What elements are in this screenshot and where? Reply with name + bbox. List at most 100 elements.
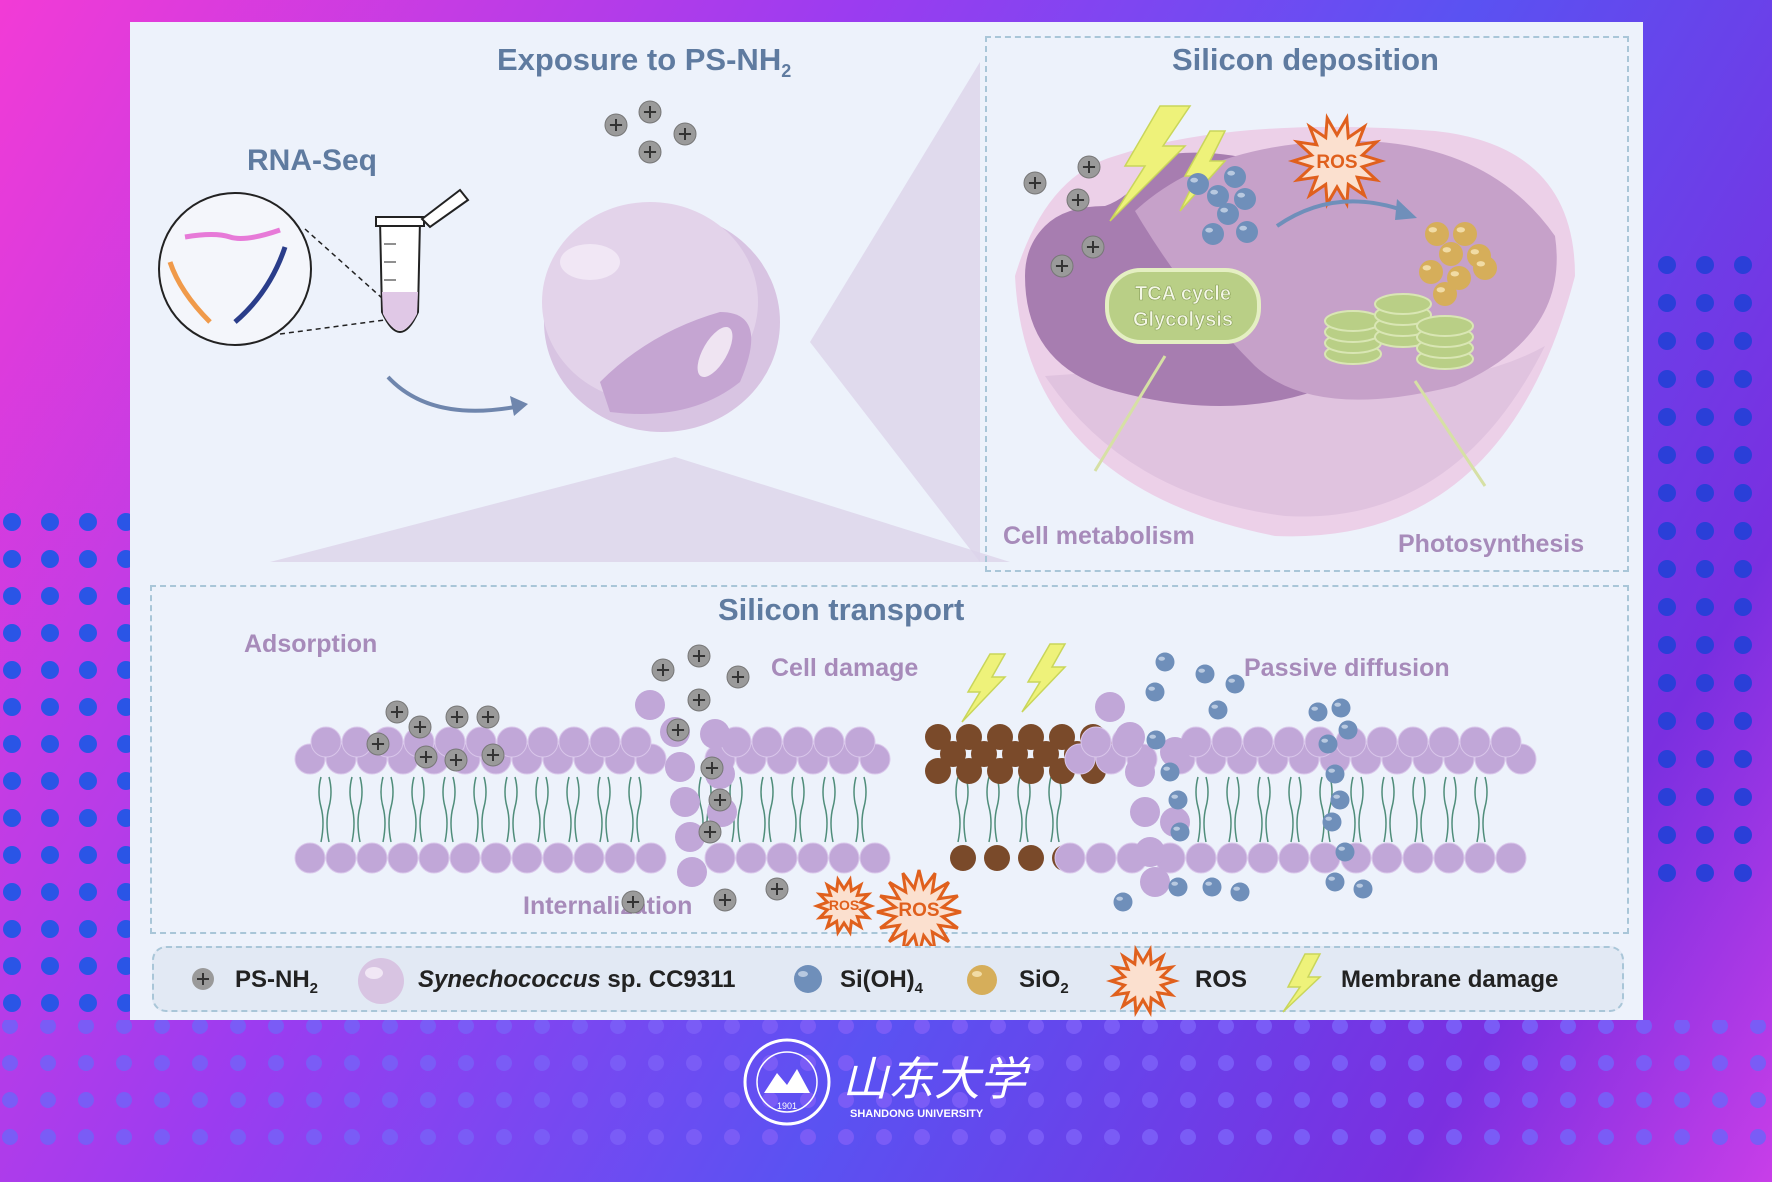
bg-dot <box>1256 1129 1272 1145</box>
damaged-lipid-head <box>971 741 997 767</box>
bg-dot <box>1734 712 1752 730</box>
deposition-title: Silicon deposition <box>1172 42 1439 77</box>
lipid-tail <box>411 776 425 843</box>
bg-dot <box>192 1020 208 1034</box>
lipid-head <box>1397 726 1429 758</box>
bg-dot <box>1484 1092 1500 1108</box>
lipid-head <box>1135 837 1165 867</box>
bg-dot <box>1218 1020 1234 1034</box>
bg-dot <box>952 1129 968 1145</box>
synechococcus-cell <box>542 202 780 432</box>
lipid-tail <box>760 776 774 843</box>
ros-label-small: ROS <box>829 897 859 913</box>
photosynthesis-label: Photosynthesis <box>1398 530 1585 558</box>
ros-burst-small: ROS <box>812 875 876 937</box>
sioh4-particle <box>1338 720 1358 740</box>
lipid-head <box>1309 842 1341 874</box>
ps-nh2-particle <box>700 756 724 780</box>
lipid-head <box>1080 726 1112 758</box>
bg-dot <box>648 1055 664 1071</box>
bg-dot <box>230 1092 246 1108</box>
bg-dot <box>1658 750 1676 768</box>
bg-dot <box>230 1129 246 1145</box>
sioh4-particle <box>1234 188 1256 210</box>
ps-nh2-particle <box>638 140 662 164</box>
bg-dot <box>1696 294 1714 312</box>
sioh4-particle <box>1160 762 1180 782</box>
bg-dot <box>79 809 97 827</box>
bg-dot <box>1658 636 1676 654</box>
ps-nh2-particle <box>1050 254 1074 278</box>
sioh4-particle <box>1168 790 1188 810</box>
bg-dot <box>41 735 59 753</box>
bg-dot <box>192 1092 208 1108</box>
bg-dot <box>648 1020 664 1034</box>
sioh4-particle <box>1325 872 1345 892</box>
bg-dot <box>40 1092 56 1108</box>
lipid-head <box>1495 842 1527 874</box>
bg-dot <box>876 1092 892 1108</box>
dashed-line-2 <box>279 318 393 335</box>
bg-dot <box>1674 1055 1690 1071</box>
bg-dot <box>800 1055 816 1071</box>
bg-dot <box>41 661 59 679</box>
bg-dot <box>154 1055 170 1071</box>
sioh4-particle <box>1202 223 1224 245</box>
bg-dot <box>1734 598 1752 616</box>
bg-dot <box>3 846 21 864</box>
lipid-head <box>1160 737 1190 767</box>
bg-dot <box>1294 1092 1310 1108</box>
bg-dot <box>3 661 21 679</box>
ps-nh2-particle <box>481 743 505 767</box>
bg-dot <box>268 1092 284 1108</box>
lipid-head <box>1211 726 1243 758</box>
lipid-head <box>325 842 357 874</box>
bg-dot <box>686 1055 702 1071</box>
bg-dot <box>41 587 59 605</box>
ps-nh2-particle <box>445 705 469 729</box>
bg-dot <box>154 1020 170 1034</box>
bg-dot <box>800 1020 816 1034</box>
bg-dot <box>40 1129 56 1145</box>
bg-dot <box>496 1055 512 1071</box>
sioh4-particle <box>1308 702 1328 722</box>
logo-english: SHANDONG UNIVERSITY <box>850 1108 984 1120</box>
bg-dot <box>306 1092 322 1108</box>
lipid-head <box>527 726 559 758</box>
lipid-tail <box>1195 776 1209 843</box>
bg-dot <box>724 1055 740 1071</box>
bg-dot <box>1218 1092 1234 1108</box>
damaged-lipid-head <box>940 741 966 767</box>
bg-dot <box>1028 1129 1044 1145</box>
sioh4-cluster <box>1187 166 1258 245</box>
lipid-head <box>782 726 814 758</box>
lipid-head <box>1278 842 1310 874</box>
ps-nh2-particle <box>621 890 645 914</box>
bg-dot <box>41 513 59 531</box>
legend-sioh4-label: Si(OH)4 <box>840 966 923 997</box>
lipid-head <box>797 842 829 874</box>
bg-dot <box>2 1055 18 1071</box>
bg-dot <box>79 624 97 642</box>
bg-dot <box>1734 370 1752 388</box>
bg-dot <box>724 1092 740 1108</box>
ps-nh2-particle <box>708 788 732 812</box>
bg-dot <box>1696 484 1714 502</box>
ps-nh2-particle <box>713 888 737 912</box>
bg-dot <box>648 1129 664 1145</box>
sio2-particle <box>1419 260 1443 284</box>
pointer-photosynthesis <box>1413 380 1487 487</box>
arrow-to-cell-head <box>510 396 528 416</box>
bg-dot <box>1734 446 1752 464</box>
damaged-lipid-head <box>925 758 951 784</box>
bg-dot <box>1750 1055 1766 1071</box>
bg-dot <box>1734 674 1752 692</box>
tca-line2: Glycolysis <box>1133 309 1233 331</box>
lipid-head <box>294 842 326 874</box>
lipid-head <box>1490 726 1522 758</box>
bg-dot <box>800 1092 816 1108</box>
bg-dot <box>1734 864 1752 882</box>
damaged-lipid-head <box>1018 758 1044 784</box>
bg-dot <box>41 883 59 901</box>
bg-dot <box>1256 1020 1272 1034</box>
